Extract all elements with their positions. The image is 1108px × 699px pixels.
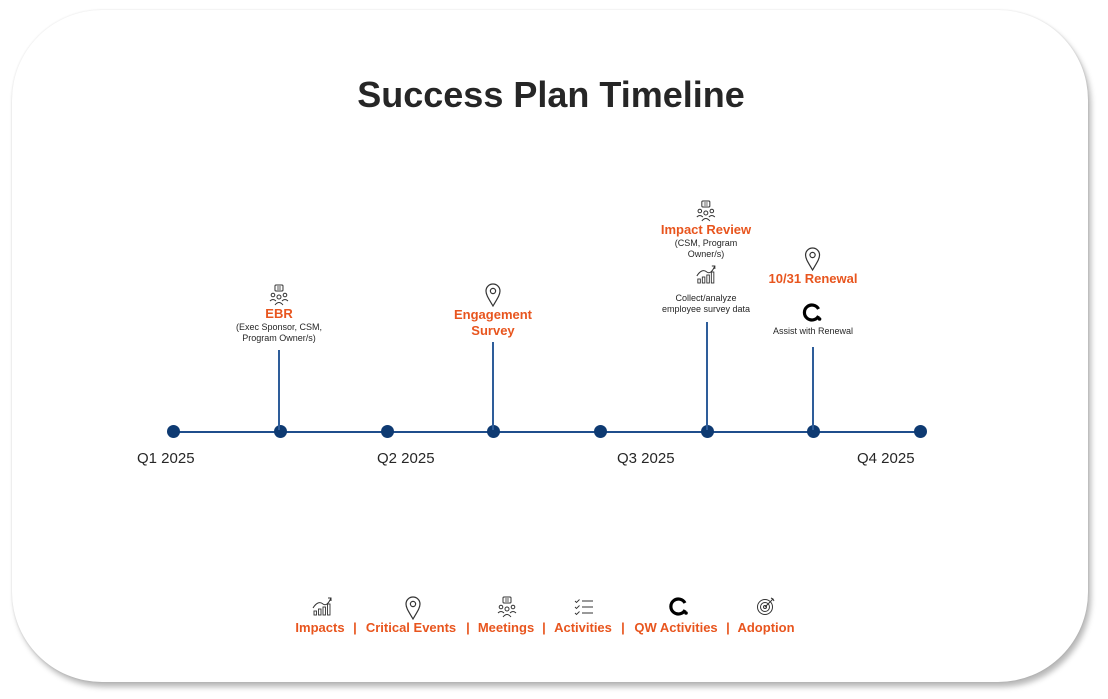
event-title: EBR: [265, 306, 293, 321]
quarter-label: Q4 2025: [857, 450, 915, 467]
legend-label-meetings: Meetings: [477, 620, 535, 635]
event-note: Collect/analyze: [675, 293, 737, 303]
timeline-dot: [381, 425, 394, 438]
impacts-chart-icon: [312, 597, 332, 616]
critical-event-pin-icon: [805, 247, 821, 271]
timeline-dot: [167, 425, 180, 438]
event-note: employee survey data: [661, 304, 751, 314]
event-title: Survey: [471, 323, 515, 338]
event-subtitle: Owner/s): [687, 249, 725, 259]
event-subtitle: (CSM, Program: [674, 238, 738, 248]
quarter-label: Q1 2025: [137, 450, 195, 467]
meetings-icon: [497, 596, 517, 618]
activities-checklist-icon: [574, 599, 593, 616]
event-subtitle: (Exec Sponsor, CSM,: [235, 322, 323, 332]
quarter-label: Q3 2025: [617, 450, 675, 467]
legend-separator: |: [542, 620, 546, 635]
legend-separator: |: [466, 620, 470, 635]
timeline-dot: [914, 425, 927, 438]
timeline-dot: [487, 425, 500, 438]
event-title: Engagement: [453, 307, 533, 322]
event-note: Assist with Renewal: [772, 326, 854, 336]
adoption-target-icon: [757, 597, 775, 615]
event-title: 10/31 Renewal: [768, 271, 858, 286]
event-impact-review: Impact Review (CSM, Program Owner/s) Col…: [661, 200, 751, 315]
event-subtitle: Program Owner/s): [242, 333, 316, 343]
legend-label-adoption: Adoption: [737, 620, 795, 635]
event-ebr: EBR (Exec Sponsor, CSM, Program Owner/s): [236, 284, 322, 344]
legend-label-activities: Activities: [554, 620, 612, 635]
impacts-chart-icon: [696, 265, 716, 284]
page-title: Success Plan Timeline: [357, 74, 745, 115]
meetings-icon: [269, 284, 289, 306]
event-renewal: 10/31 Renewal Assist with Renewal: [768, 247, 858, 337]
event-stem: [812, 347, 814, 430]
timeline-card: [12, 10, 1088, 682]
qw-activities-icon: [669, 597, 688, 616]
qw-activities-icon: [803, 303, 822, 322]
critical-event-pin-icon: [485, 283, 501, 307]
event-stem: [278, 350, 280, 430]
critical-event-pin-icon: [405, 596, 421, 620]
legend-separator: |: [353, 620, 357, 635]
timeline-dot: [274, 425, 287, 438]
timeline-dot: [594, 425, 607, 438]
event-engagement-survey: Engagement Survey: [454, 283, 532, 339]
legend-label-qw-activities: QW Activities: [634, 620, 718, 635]
meetings-icon: [696, 200, 716, 222]
legend-label-impacts: Impacts: [295, 620, 345, 635]
event-title: Impact Review: [660, 222, 752, 237]
legend-separator: |: [726, 620, 730, 635]
event-stem: [492, 342, 494, 430]
event-stem: [706, 322, 708, 430]
legend-label-critical-events: Critical Events: [365, 620, 457, 635]
quarter-label: Q2 2025: [377, 450, 435, 467]
timeline-axis: [173, 431, 920, 433]
legend-separator: |: [621, 620, 625, 635]
timeline-dot: [701, 425, 714, 438]
timeline-dot: [807, 425, 820, 438]
